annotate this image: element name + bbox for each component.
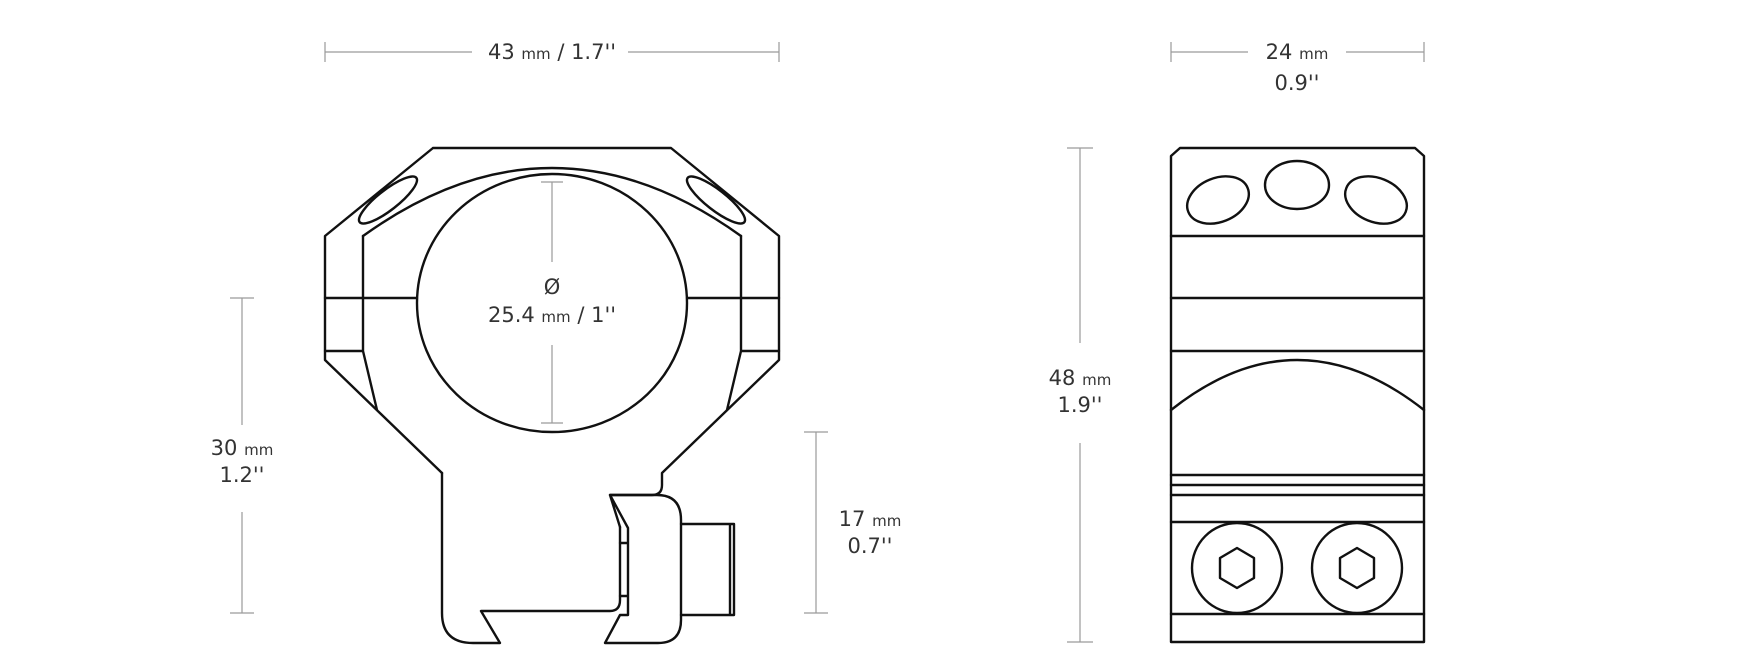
side-arc	[1169, 358, 1426, 412]
side-width-dimension: 24 mm 0.9''	[1170, 40, 1425, 95]
left-block-lines	[323, 234, 419, 412]
svg-text:0.9'': 0.9''	[1275, 71, 1320, 95]
top-hole-left	[1186, 175, 1250, 225]
front-view-drawing	[323, 146, 781, 645]
hex-socket-icon	[1338, 546, 1376, 590]
svg-text:17 mm: 17 mm	[839, 507, 902, 531]
svg-text:1.9'': 1.9''	[1058, 393, 1103, 417]
front-width-dimension: 43 mm / 1.7''	[324, 40, 780, 64]
right-slot	[685, 175, 747, 225]
side-outline	[1169, 146, 1426, 644]
svg-text:1.2'': 1.2''	[220, 463, 265, 487]
dim-value: 43	[488, 40, 515, 64]
top-hole-center	[1263, 159, 1331, 211]
side-height-dimension: 48 mm 1.9''	[1049, 147, 1112, 643]
screw-head-left	[1190, 521, 1284, 615]
svg-text:25.4 mm / 1'': 25.4 mm / 1''	[488, 303, 616, 327]
svg-text:48 mm: 48 mm	[1049, 366, 1112, 390]
ring-top-arc	[361, 166, 743, 238]
left-slot	[357, 175, 419, 225]
right-block-lines	[685, 234, 781, 412]
side-view-drawing	[1169, 146, 1426, 644]
base-leg	[440, 471, 622, 645]
svg-text:43 mm / 1.7'': 43 mm / 1.7''	[488, 40, 616, 64]
svg-text:30 mm: 30 mm	[211, 436, 274, 460]
screw-head-right	[1310, 521, 1404, 615]
clamp-knob	[679, 522, 736, 617]
diameter-symbol: Ø	[544, 275, 561, 299]
bore-dimension: Ø 25.4 mm / 1''	[488, 181, 616, 424]
base-height-dimension: 17 mm 0.7''	[804, 431, 902, 614]
side-bands	[1169, 234, 1426, 616]
front-height-dimension: 30 mm 1.2''	[211, 297, 274, 614]
svg-text:0.7'': 0.7''	[848, 534, 893, 558]
clamp-jaw	[603, 493, 683, 645]
top-hole-right	[1344, 175, 1408, 225]
scope-bore	[415, 172, 689, 434]
svg-text:24 mm: 24 mm	[1266, 40, 1329, 64]
hex-socket-icon	[1218, 546, 1256, 590]
